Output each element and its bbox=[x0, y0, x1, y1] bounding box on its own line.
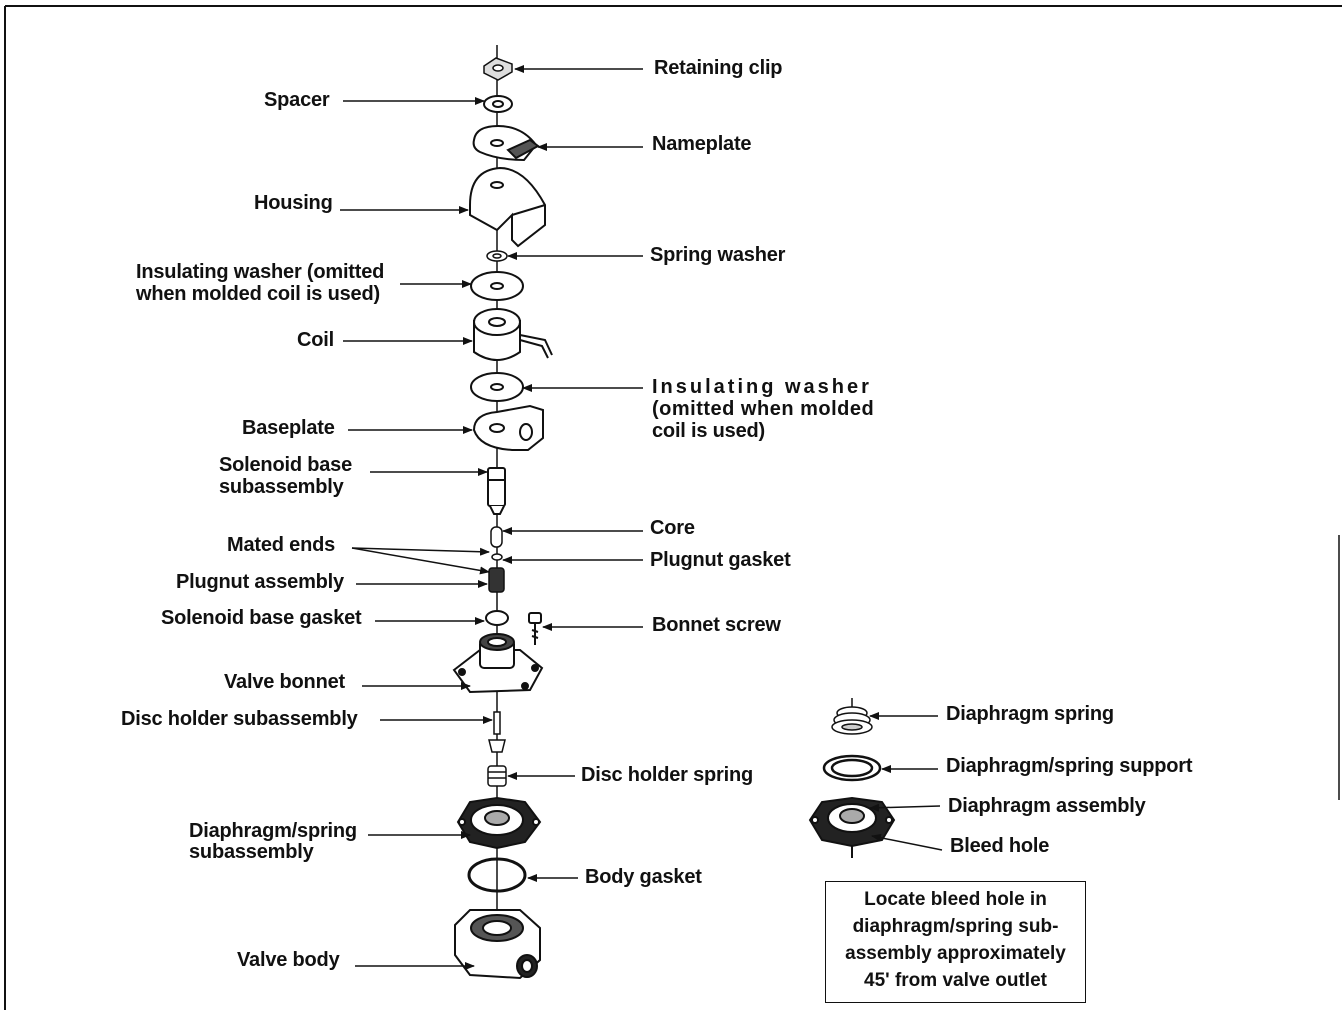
label-mated-ends: Mated ends bbox=[227, 534, 336, 556]
retaining-clip-part bbox=[483, 57, 513, 81]
label-bleed-hole: Bleed hole bbox=[950, 835, 1050, 857]
valve-bonnet-part bbox=[452, 633, 544, 694]
label-disc-holder-spring: Disc holder spring bbox=[581, 764, 753, 786]
label-valve-bonnet: Valve bonnet bbox=[224, 671, 345, 693]
label-insulating-washer-upper-1: Insulating washer (omitted bbox=[136, 261, 385, 283]
label-diaphragm-subassembly-2: subassembly bbox=[189, 841, 314, 863]
label-plugnut-assembly: Plugnut assembly bbox=[176, 571, 344, 593]
label-spring-washer: Spring washer bbox=[650, 244, 786, 266]
body-gasket-part bbox=[467, 857, 527, 893]
coil-part bbox=[473, 308, 553, 361]
label-solenoid-base-2: subassembly bbox=[219, 476, 344, 498]
label-core: Core bbox=[650, 517, 695, 539]
leader-lines bbox=[340, 65, 943, 970]
note-line-3: assembly approximately bbox=[845, 943, 1066, 964]
spring-washer-part bbox=[486, 250, 508, 262]
label-baseplate: Baseplate bbox=[242, 417, 335, 439]
label-solenoid-base-1: Solenoid base bbox=[219, 454, 352, 476]
solenoid-base-part bbox=[487, 467, 506, 515]
label-solenoid-base-gasket: Solenoid base gasket bbox=[161, 607, 362, 629]
upper-insulating-washer-part bbox=[470, 271, 524, 301]
diaphragm-support-detail bbox=[822, 754, 882, 782]
plugnut-gasket-part bbox=[491, 553, 503, 561]
core-part bbox=[490, 526, 503, 548]
label-valve-body: Valve body bbox=[237, 949, 340, 971]
valve-body-part bbox=[454, 909, 541, 980]
label-plugnut-gasket: Plugnut gasket bbox=[650, 549, 791, 571]
label-diaphragm-spring-support: Diaphragm/spring support bbox=[946, 755, 1193, 777]
label-retaining-clip: Retaining clip bbox=[654, 57, 783, 79]
label-nameplate: Nameplate bbox=[652, 133, 752, 155]
label-insulating-washer-lower-3: coil is used) bbox=[652, 420, 765, 442]
housing-part bbox=[469, 166, 546, 248]
note-line-2: diaphragm/spring sub- bbox=[852, 916, 1059, 937]
bonnet-screw-part bbox=[528, 612, 542, 645]
spacer-part bbox=[483, 95, 513, 113]
label-spacer: Spacer bbox=[264, 89, 330, 111]
label-insulating-washer-lower-1: Insulating washer bbox=[652, 376, 872, 398]
lower-insulating-washer-part bbox=[470, 372, 524, 402]
note-line-4: 45' from valve outlet bbox=[864, 970, 1047, 991]
label-coil: Coil bbox=[297, 329, 334, 351]
bleed-hole-note-box: Locate bleed hole in diaphragm/spring su… bbox=[825, 881, 1086, 1003]
label-diaphragm-subassembly-1: Diaphragm/spring bbox=[189, 820, 357, 842]
label-body-gasket: Body gasket bbox=[585, 866, 702, 888]
diaphragm-spring-detail bbox=[831, 698, 873, 735]
label-housing: Housing bbox=[254, 192, 333, 214]
baseplate-part bbox=[472, 404, 544, 451]
solenoid-base-gasket-part bbox=[485, 610, 509, 626]
disc-holder-spring-part bbox=[487, 765, 507, 787]
plugnut-assembly-part bbox=[488, 567, 505, 593]
label-diaphragm-spring: Diaphragm spring bbox=[946, 703, 1114, 725]
disc-holder-part bbox=[488, 711, 506, 753]
label-disc-holder-subassembly: Disc holder subassembly bbox=[121, 708, 358, 730]
nameplate-part bbox=[472, 124, 540, 162]
label-bonnet-screw: Bonnet screw bbox=[652, 614, 781, 636]
diaphragm-subassembly-part bbox=[456, 796, 542, 850]
note-line-1: Locate bleed hole in bbox=[864, 889, 1047, 910]
page-border bbox=[4, 5, 1342, 1010]
label-insulating-washer-upper-2: when molded coil is used) bbox=[136, 283, 380, 305]
label-diaphragm-assembly: Diaphragm assembly bbox=[948, 795, 1146, 817]
label-insulating-washer-lower-2: (omitted when molded bbox=[652, 398, 875, 420]
